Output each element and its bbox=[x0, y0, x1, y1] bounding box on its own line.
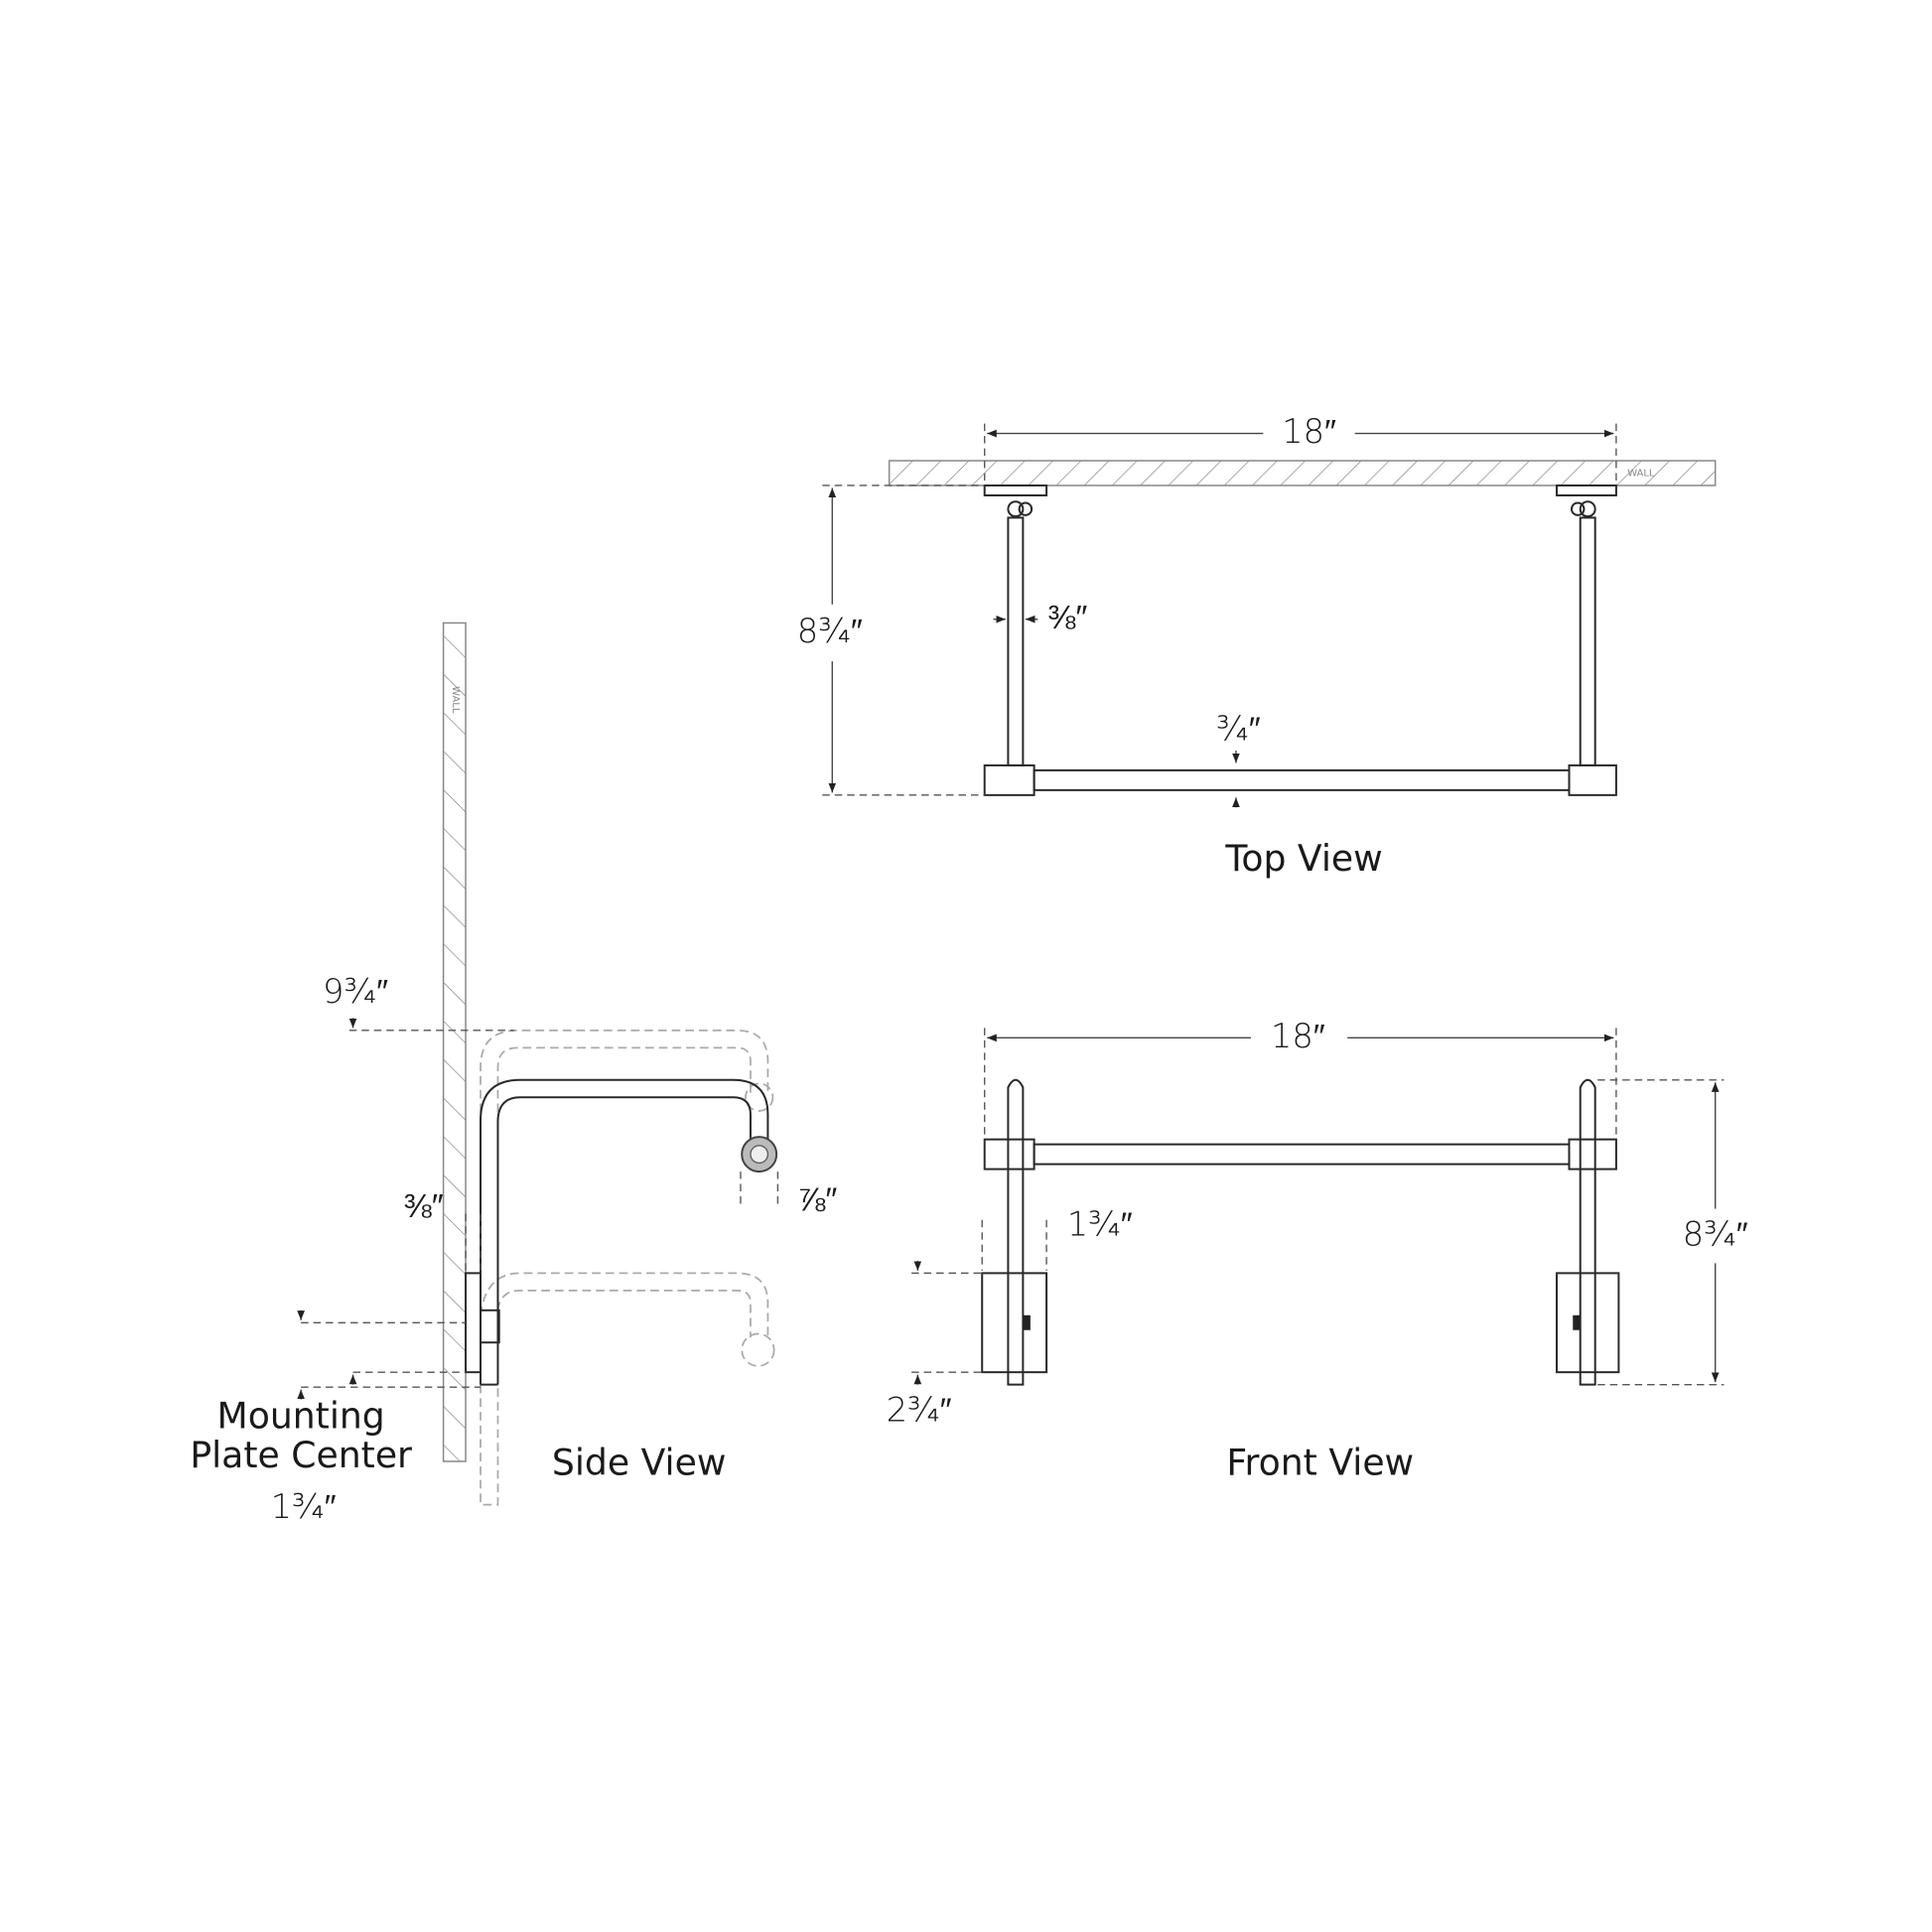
side-view: WALL 9¾″ ⅜″ ⅞″ Mounting Plate bbox=[190, 621, 837, 1526]
depth-dimension: 8¾″ bbox=[797, 612, 863, 650]
screw bbox=[1018, 501, 1034, 516]
plate-depth-dimension: ⅜″ bbox=[404, 1186, 444, 1225]
ghost-arm-lower bbox=[480, 1272, 769, 1338]
ghost-bar-end bbox=[741, 1332, 775, 1367]
end-cap bbox=[983, 763, 1035, 796]
screw bbox=[1570, 501, 1586, 516]
screw bbox=[1579, 500, 1596, 518]
mounting-plate bbox=[1556, 483, 1617, 496]
view-label-top: Top View bbox=[1224, 837, 1382, 880]
mounting-plate bbox=[981, 1272, 1048, 1374]
mounting-label: Mounting bbox=[217, 1394, 385, 1437]
plate-width-dimension: 1¾″ bbox=[1067, 1204, 1133, 1243]
bar-end bbox=[750, 1145, 769, 1164]
end-cap bbox=[983, 1138, 1035, 1171]
post bbox=[1579, 516, 1596, 766]
arm bbox=[480, 1078, 769, 1385]
screw bbox=[1007, 500, 1025, 518]
ghost-arm-upper bbox=[480, 1029, 769, 1385]
towel-bar bbox=[1033, 1143, 1571, 1166]
wall-section bbox=[442, 621, 467, 1462]
height-dimension: 8¾″ bbox=[1683, 1214, 1748, 1253]
bar-dimension: ¾″ bbox=[1216, 709, 1261, 748]
wall-section bbox=[888, 460, 1717, 486]
set-screw bbox=[1573, 1314, 1581, 1330]
set-screw bbox=[1023, 1314, 1031, 1330]
ghost-arm-down bbox=[480, 1384, 499, 1506]
towel-bar bbox=[1033, 768, 1571, 791]
extension-dimension: 9¾″ bbox=[323, 972, 388, 1011]
wall-label: WALL bbox=[450, 686, 461, 714]
post bbox=[1007, 516, 1025, 766]
mounting-dimension: 1¾″ bbox=[271, 1487, 337, 1526]
front-view: 18″ 8¾″ 1¾″ 2¾″ Front View bbox=[887, 1017, 1748, 1484]
post bbox=[1007, 1078, 1025, 1386]
view-label-front: Front View bbox=[1226, 1442, 1414, 1484]
mounting-label: Plate Center bbox=[190, 1434, 412, 1476]
mounting-plate bbox=[983, 483, 1048, 496]
collar bbox=[480, 1309, 500, 1344]
bar-diameter-dimension: ⅞″ bbox=[797, 1180, 837, 1219]
end-cap bbox=[1568, 1138, 1617, 1171]
ghost-bar-end bbox=[745, 1082, 774, 1112]
arm bbox=[496, 1096, 752, 1385]
width-dimension: 18″ bbox=[1271, 1017, 1325, 1055]
plate-height-dimension: 2¾″ bbox=[887, 1391, 952, 1430]
post bbox=[1579, 1078, 1596, 1386]
ghost-arm-upper bbox=[496, 1046, 752, 1385]
end-cap bbox=[1568, 763, 1617, 796]
width-dimension: 18″ bbox=[1282, 412, 1336, 451]
top-view: WALL 18″ 8¾″ ⅜″ ¾″ Top View bbox=[797, 412, 1717, 880]
wall-label: WALL bbox=[1627, 469, 1655, 480]
mounting-plate bbox=[1556, 1272, 1620, 1374]
mounting-plate bbox=[465, 1272, 483, 1374]
ghost-arm-lower bbox=[496, 1289, 752, 1338]
post-dimension: ⅜″ bbox=[1047, 598, 1087, 636]
view-label-side: Side View bbox=[552, 1442, 727, 1484]
